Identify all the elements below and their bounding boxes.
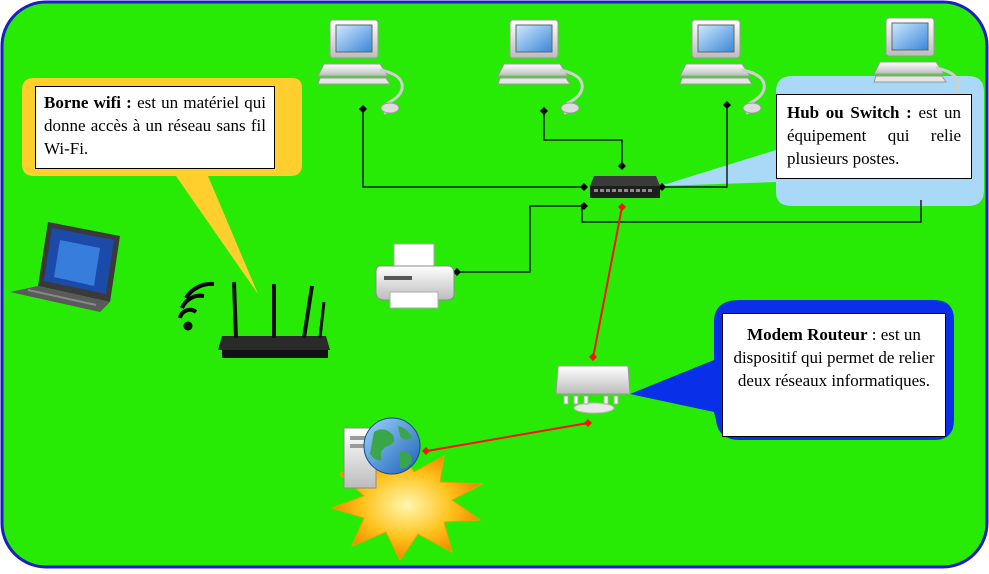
wifi-term: Borne wifi : — [44, 93, 132, 112]
modem-definition: Modem Routeur : est un dispositif qui pe… — [722, 313, 946, 437]
server-globe-icon — [343, 417, 421, 489]
link-pc1-switch — [362, 110, 584, 188]
switch-icon — [590, 176, 660, 198]
link-pc2-switch — [543, 112, 623, 166]
modem-description: : est un dispositif qui permet de relier… — [733, 325, 935, 390]
link-pc3-switch — [657, 106, 728, 188]
wifi-definition: Borne wifi : est un matériel qui donne a… — [35, 86, 275, 169]
modem-router-icon — [555, 365, 631, 414]
red-nodes — [422, 203, 626, 455]
link-pc4-switch — [581, 200, 922, 223]
hub-description: est un équipement qui relie plusieurs po… — [787, 103, 961, 168]
hub-definition: Hub ou Switch : est un équipement qui re… — [776, 94, 972, 179]
wifi-description: est un matériel qui donne accès à un rés… — [44, 93, 266, 158]
router-links — [426, 206, 623, 452]
laptop-icon — [10, 222, 120, 312]
link-printer-switch — [456, 205, 584, 273]
link-switch-modem — [592, 206, 623, 359]
wifi-router-icon — [178, 281, 330, 358]
printer-icon — [375, 243, 455, 309]
hub-term: Hub ou Switch : — [787, 103, 912, 122]
link-modem-internet — [426, 422, 589, 452]
link-nodes — [359, 101, 731, 276]
modem-term: Modem Routeur — [747, 325, 868, 344]
switch-links — [362, 106, 922, 273]
